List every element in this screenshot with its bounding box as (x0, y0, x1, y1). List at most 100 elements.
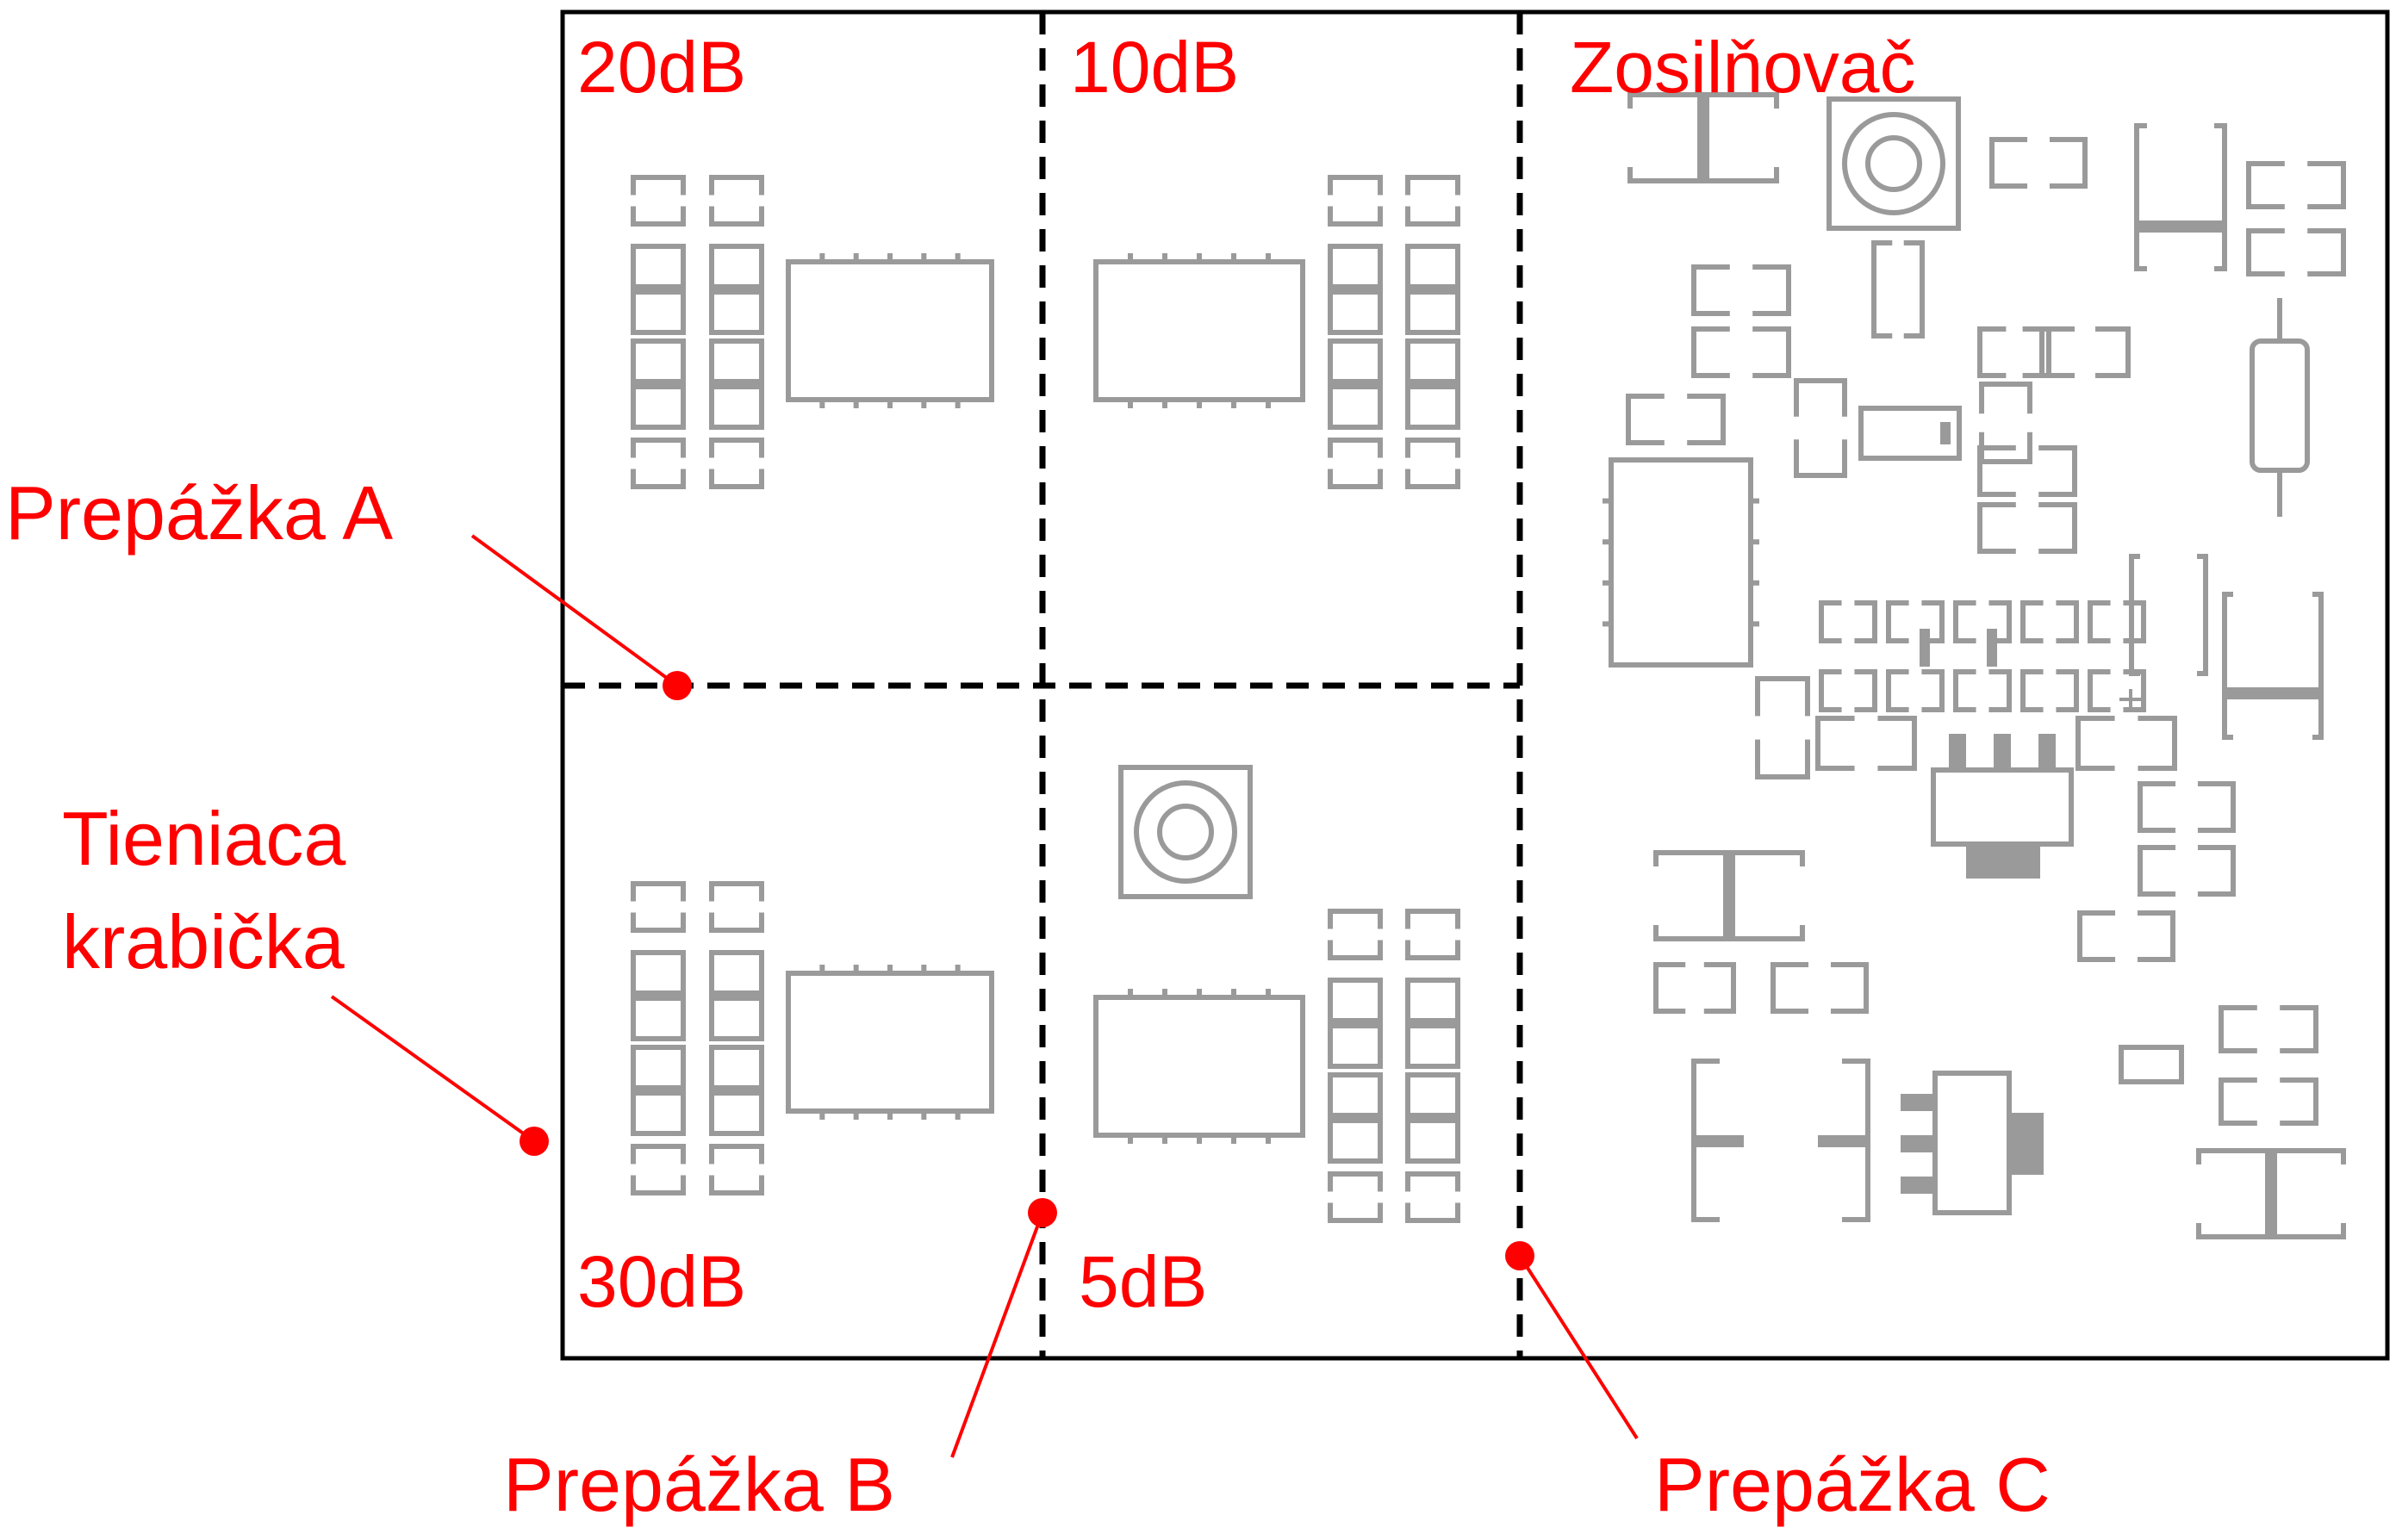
smd-pad (2246, 161, 2346, 209)
smd-pad (631, 1144, 686, 1195)
smd-pad (631, 175, 686, 227)
smd-pad (1626, 394, 1726, 445)
smd-pad (709, 438, 764, 489)
capacitor-core (2265, 1151, 2277, 1237)
smd-pad (1815, 716, 1917, 771)
resistor-body (2250, 338, 2310, 473)
smd-pad (1989, 137, 2088, 189)
smd-pad (1328, 175, 1383, 227)
trimmer-body (1118, 765, 1253, 899)
smd-component (1408, 1113, 1458, 1123)
regulator-pin (1994, 734, 2011, 770)
smd-pad (2039, 326, 2131, 378)
polarity-mark (2119, 689, 2142, 710)
smd-component (712, 990, 762, 1001)
callout-shield-box-line1: Tieniaca (62, 796, 346, 881)
smd-component (1408, 1018, 1458, 1028)
smd-pad (2075, 716, 2177, 771)
smd-pad (709, 881, 764, 933)
capacitor-core (1697, 95, 1709, 181)
smd-pad (1653, 962, 1736, 1014)
smd-component (1330, 1113, 1380, 1123)
smd-component (633, 1085, 683, 1096)
smd-pad (2246, 228, 2346, 276)
smd-component (712, 379, 762, 389)
regulator-body (1931, 767, 2074, 847)
smd-pad (1405, 175, 1460, 227)
ic-package (1093, 995, 1305, 1138)
regulator-body (1932, 1071, 2012, 1215)
ic-package (1609, 457, 1753, 668)
smd-pad (1953, 669, 2012, 712)
inductor-core (2137, 220, 2225, 233)
trimmer-knob (1865, 135, 1922, 192)
capacitor-core (1694, 1135, 1744, 1147)
smd-pad (2020, 669, 2079, 712)
smd-pad (1328, 909, 1383, 960)
smd-component (633, 379, 683, 389)
smd-pad (1886, 600, 1945, 643)
smd-pad (1953, 600, 2012, 643)
smd-pad (2088, 669, 2146, 712)
smd-pad (1977, 502, 2077, 554)
smd-pad (1771, 962, 1869, 1014)
smd-pad (2219, 1005, 2318, 1053)
section-label-5db: 5dB (1079, 1241, 1208, 1322)
smd-pad (709, 175, 764, 227)
smd-pad (2088, 600, 2146, 643)
smd-component (1330, 379, 1380, 389)
callout-partition-b: Prepážka B (503, 1442, 895, 1527)
smd-pad (2077, 910, 2175, 962)
trimmer-body (1827, 96, 1961, 231)
capacitor-outline (2129, 554, 2208, 676)
ic-package (786, 259, 994, 402)
capacitor-core (1818, 1135, 1868, 1147)
section-label-20db: 20dB (577, 27, 747, 108)
regulator-pin (1949, 734, 1966, 770)
trimmer-knob (1157, 804, 1214, 860)
smd-pad (2138, 781, 2236, 833)
smd-component (712, 284, 762, 295)
diode-band (1940, 422, 1951, 444)
smd-pad (1819, 669, 1877, 712)
regulator-tab (1966, 844, 2040, 879)
smd-component (1408, 379, 1458, 389)
smd-pad (631, 881, 686, 933)
smd-pad (1405, 1171, 1460, 1223)
partition-c-dot (1505, 1241, 1534, 1270)
ic-package (1093, 259, 1305, 402)
smd-pad (1819, 600, 1877, 643)
callout-leaders (330, 534, 1639, 1458)
smd-pad (2020, 600, 2079, 643)
smd-pad (1794, 378, 1847, 478)
section-label-10db: 10dB (1070, 27, 1240, 108)
smd-pad (2138, 845, 2236, 897)
smd-pad (1691, 264, 1791, 316)
smd-component (2119, 1045, 2184, 1084)
inductor-core (2225, 687, 2321, 699)
smd-pad (1328, 1171, 1383, 1223)
smd-component (633, 284, 683, 295)
trace (1920, 629, 1930, 667)
smd-pad (1871, 240, 1925, 338)
smd-pad (631, 438, 686, 489)
smd-component (1330, 1018, 1380, 1028)
diode-body (1858, 406, 1962, 461)
pcb-components (631, 92, 2346, 1239)
section-label-amplifier: Zosilňovač (1570, 27, 1916, 108)
smd-pad (1328, 438, 1383, 489)
regulator-pin (2038, 734, 2056, 770)
partition-b-dot (1028, 1198, 1057, 1227)
trimmer-ring (1134, 780, 1237, 884)
trimmer-ring (1842, 112, 1945, 215)
smd-pad (1886, 669, 1945, 712)
regulator-pin (1901, 1135, 1935, 1152)
smd-pad (1691, 326, 1791, 378)
smd-pad (2219, 1077, 2318, 1126)
smd-component (1330, 284, 1380, 295)
capacitor-core (1723, 853, 1735, 939)
smd-component (1408, 284, 1458, 295)
smd-pad (1755, 676, 1810, 779)
callout-shield-box-line2: krabička (62, 899, 345, 984)
